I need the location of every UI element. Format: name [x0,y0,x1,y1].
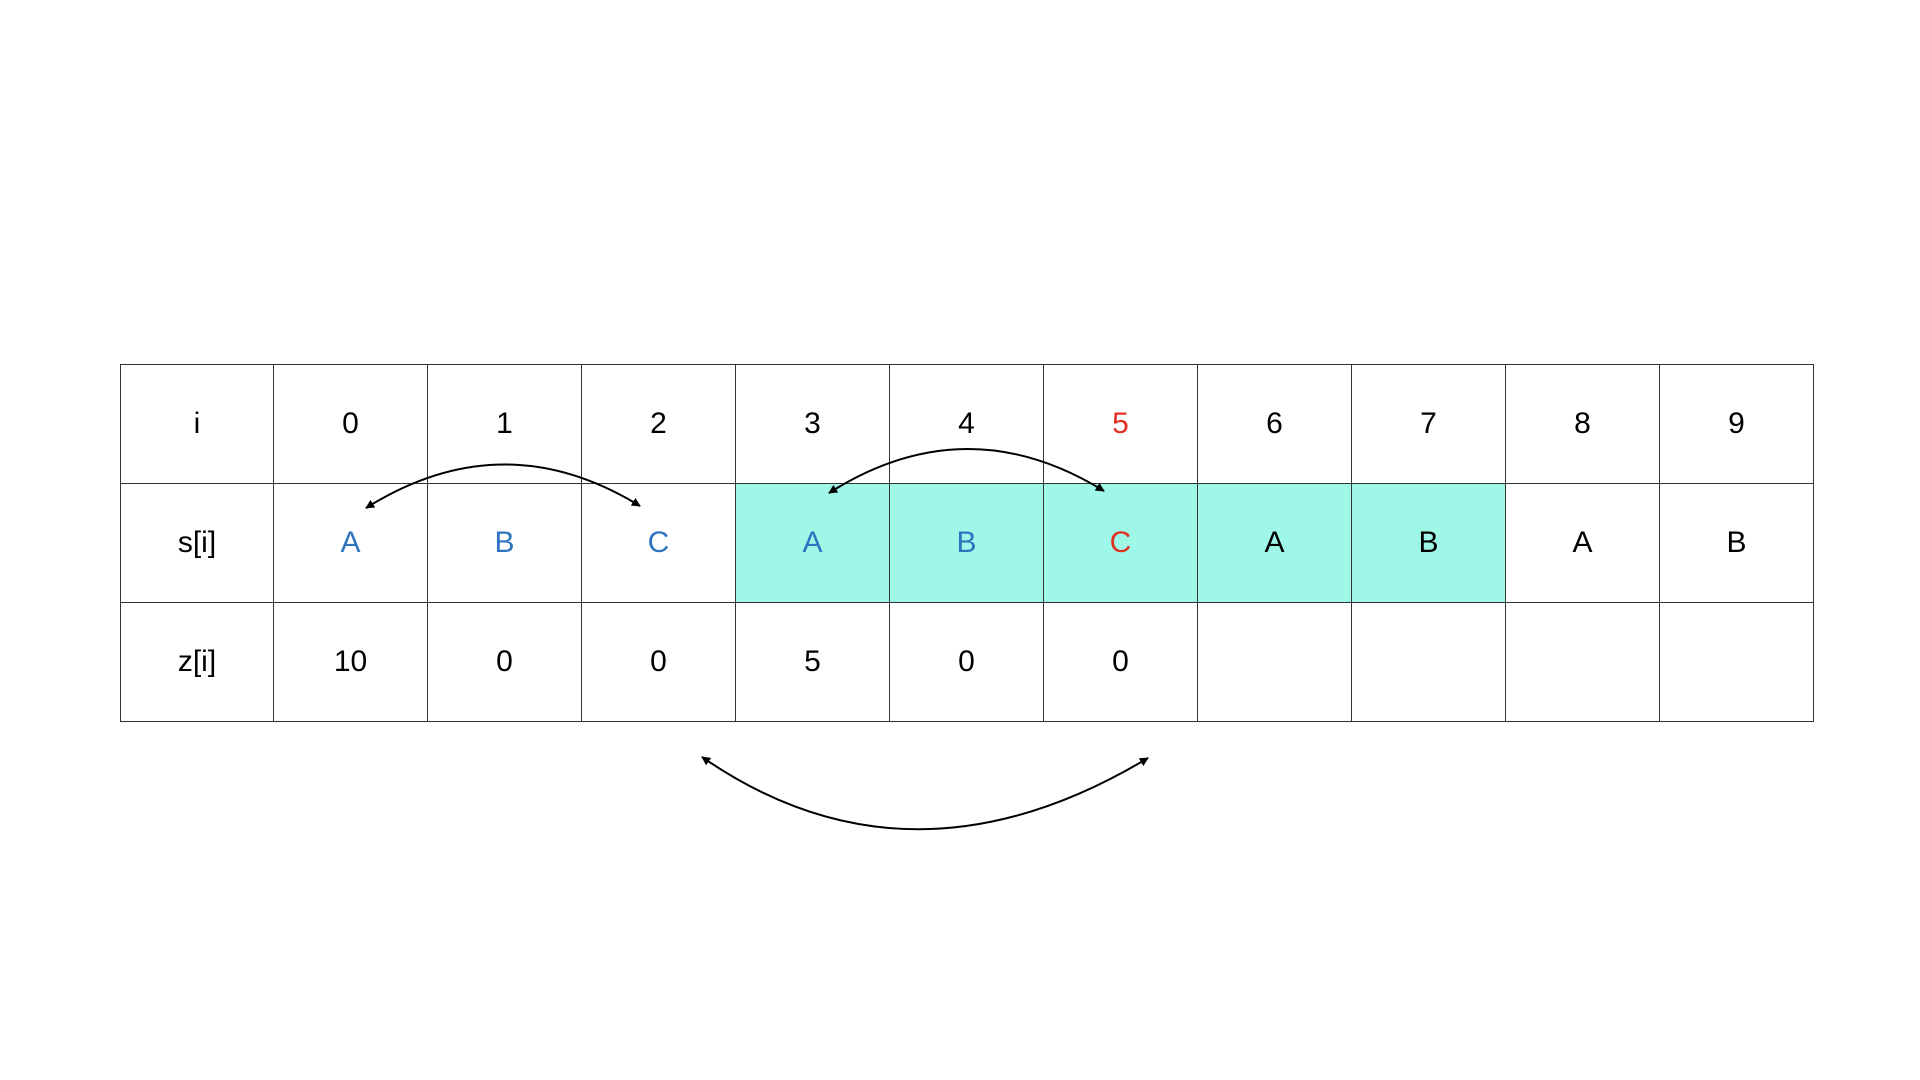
row-label: s[i] [120,483,274,603]
cell-row-z-4: 0 [889,602,1044,722]
cell-row-string-5: C [1043,483,1198,603]
cell-row-z-2: 0 [581,602,736,722]
cell-row-z-7 [1351,602,1506,722]
cell-row-string-3: A [735,483,890,603]
cell-row-string-4: B [889,483,1044,603]
cell-row-string-0: A [273,483,428,603]
cell-row-index-0: 0 [273,364,428,484]
cell-row-index-4: 4 [889,364,1044,484]
cell-row-string-2: C [581,483,736,603]
cell-row-z-8 [1505,602,1660,722]
cell-row-string-9: B [1659,483,1814,603]
cell-row-z-6 [1197,602,1352,722]
cell-row-z-5: 0 [1043,602,1198,722]
cell-row-string-7: B [1351,483,1506,603]
arrow-below-table [701,756,1149,831]
cell-row-index-2: 2 [581,364,736,484]
cell-row-string-6: A [1197,483,1352,603]
cell-row-index-6: 6 [1197,364,1352,484]
cell-row-string-1: B [427,483,582,603]
cell-row-z-1: 0 [427,602,582,722]
row-label: i [120,364,274,484]
cell-row-index-7: 7 [1351,364,1506,484]
cell-row-index-8: 8 [1505,364,1660,484]
cell-row-string-8: A [1505,483,1660,603]
cell-row-z-9 [1659,602,1814,722]
cell-row-index-5: 5 [1043,364,1198,484]
cell-row-index-3: 3 [735,364,890,484]
cell-row-index-9: 9 [1659,364,1814,484]
row-label: z[i] [120,602,274,722]
cell-row-index-1: 1 [427,364,582,484]
cell-row-z-0: 10 [273,602,428,722]
cell-row-z-3: 5 [735,602,890,722]
